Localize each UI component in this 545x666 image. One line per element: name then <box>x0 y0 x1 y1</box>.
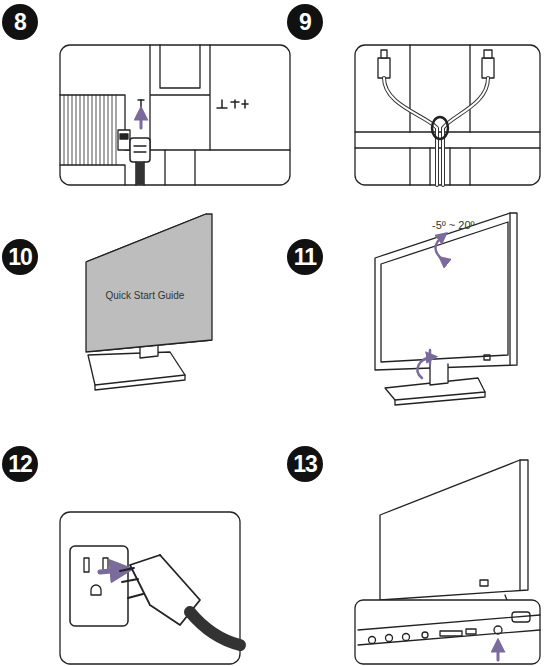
illustration-rect <box>355 45 540 185</box>
illustration-path <box>91 585 101 595</box>
illustration-circle <box>2 446 38 482</box>
illustration-path <box>150 45 210 150</box>
illustration-rect <box>60 45 290 185</box>
illustration-circle <box>287 4 323 40</box>
screen-text: Quick Start Guide <box>106 290 185 301</box>
step-number: 13 <box>287 446 323 482</box>
illustration-rect <box>355 600 540 664</box>
illustration-rect <box>512 612 530 622</box>
illustration-rect <box>484 355 490 360</box>
illustration-circle <box>2 4 38 40</box>
illustration-path <box>140 113 143 128</box>
illustration-rect <box>70 546 128 626</box>
illustration-path <box>430 148 450 185</box>
illustration-path <box>443 78 488 185</box>
step-number: 9 <box>287 4 323 40</box>
step-number: 10 <box>2 239 38 275</box>
illustration-rect <box>84 558 89 572</box>
illustration-path <box>86 214 212 352</box>
illustration-path <box>136 162 144 185</box>
illustration-path <box>136 162 144 185</box>
illustration-path <box>190 612 240 645</box>
illustration-path <box>497 645 500 660</box>
illustration-path <box>436 236 444 260</box>
illustration-circle <box>403 634 410 641</box>
illustration-g <box>2 4 323 482</box>
illustration-path <box>519 460 520 590</box>
illustration-path <box>384 78 437 185</box>
illustration-circle <box>287 446 323 482</box>
illustration-path <box>60 165 125 185</box>
illustration-circle <box>422 632 428 638</box>
illustration-path <box>95 375 185 390</box>
illustration-rect <box>381 50 387 58</box>
illustration-path <box>140 100 142 110</box>
illustration-rect <box>118 130 130 150</box>
illustration-rect <box>130 138 150 162</box>
illustration-circle <box>287 239 323 275</box>
illustration-path <box>64 95 116 165</box>
illustration-path <box>120 568 143 598</box>
illustration-g <box>64 95 116 165</box>
illustration-rect <box>482 58 494 78</box>
illustration-path <box>134 146 146 152</box>
step-number: 11 <box>287 239 323 275</box>
angle-label: -5º ~ 20º <box>432 219 475 231</box>
illustration-path <box>430 364 448 385</box>
illustration-circle <box>386 635 393 642</box>
illustration-path <box>509 213 510 365</box>
illustration-path <box>160 45 200 88</box>
illustration-rect <box>466 629 476 634</box>
illustration-path <box>217 100 248 108</box>
screen-outline <box>86 214 212 352</box>
step-number: 8 <box>2 4 38 40</box>
illustration-rect <box>60 512 240 664</box>
illustration-rect <box>484 50 492 58</box>
illustration-circle <box>494 626 502 634</box>
illustration-circle <box>2 239 38 275</box>
illustration-path <box>100 570 122 572</box>
illustration-path <box>384 78 437 185</box>
illustration-path <box>395 392 485 405</box>
illustration-rect <box>378 58 390 78</box>
illustration-rect <box>440 631 462 636</box>
illustration-path <box>138 99 144 100</box>
illustration-path <box>88 352 185 385</box>
step-number: 12 <box>2 446 38 482</box>
illustration-circle <box>369 637 376 644</box>
illustration-path <box>165 150 195 185</box>
illustration-rect <box>120 134 128 139</box>
monitor-screen: Quick Start Guide <box>86 214 212 352</box>
illustration-path <box>429 350 432 364</box>
illustration-path <box>60 95 290 150</box>
illustration-path <box>375 213 517 370</box>
illustration-path <box>381 222 508 362</box>
illustration-path <box>443 78 488 185</box>
illustration-ellipse <box>432 117 448 139</box>
illustration-path <box>358 615 540 645</box>
illustration-path <box>380 460 528 600</box>
screen-shape <box>86 214 212 352</box>
illustration-rect <box>480 580 488 586</box>
